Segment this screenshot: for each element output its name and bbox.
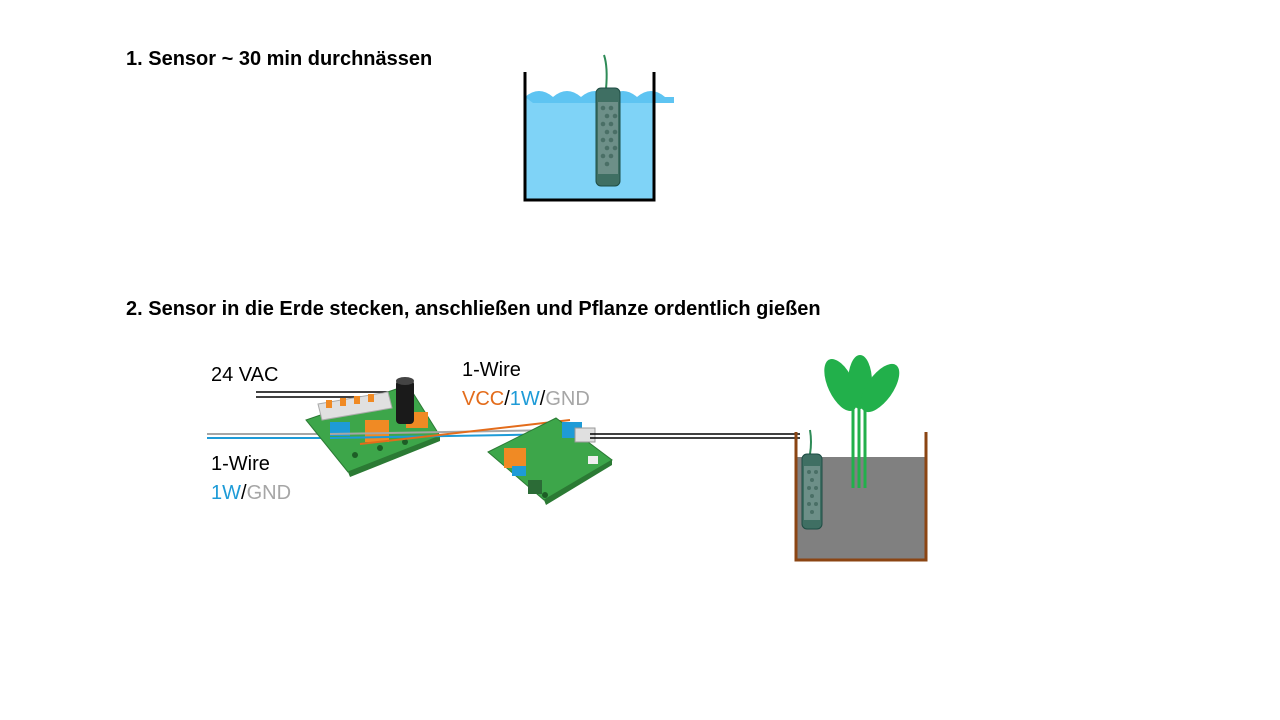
right-bus-title: 1-Wire	[462, 359, 521, 381]
vcc-label: VCC	[462, 388, 505, 410]
ground-label: GND	[246, 482, 292, 504]
separator: /	[504, 388, 510, 410]
sensor-probe-soil	[801, 429, 823, 530]
pot-outline	[794, 432, 928, 562]
step-1-title: 1. Sensor ~ 30 min durchnässen	[126, 48, 433, 70]
left-bus-legend: 1W/GND	[211, 481, 291, 505]
interface-module-pcb	[487, 417, 613, 505]
left-bus-wires	[207, 433, 330, 439]
separator: /	[539, 388, 546, 410]
water-container	[523, 54, 674, 202]
separator: /	[241, 482, 247, 504]
plant	[824, 355, 900, 488]
right-bus-legend: VCC/1W/GND	[462, 387, 590, 411]
left-bus-title: 1-Wire	[211, 453, 270, 475]
sensor-probe-water	[595, 54, 621, 187]
signal-label: 1W	[509, 388, 540, 410]
container-outline	[523, 72, 656, 202]
signal-label: 1W	[211, 482, 241, 504]
ground-label: GND	[545, 388, 590, 410]
sensor-cable	[590, 433, 800, 439]
plant-pot	[794, 355, 928, 562]
power-label: 24 VAC	[211, 364, 279, 386]
step-2-title: 2. Sensor in die Erde stecken, anschließ…	[126, 298, 821, 320]
power-module-pcb	[305, 377, 441, 477]
water-fill	[525, 97, 654, 200]
